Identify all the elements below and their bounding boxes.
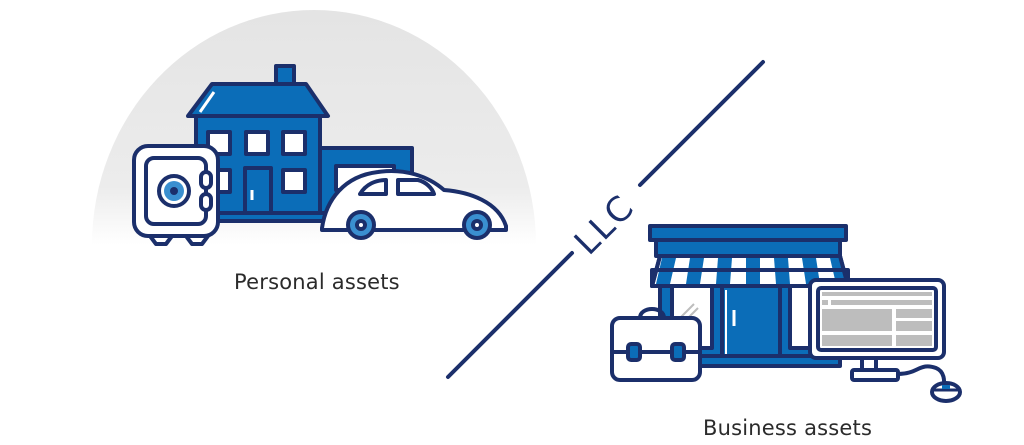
llc-divider-line [446, 60, 765, 379]
safe-icon [132, 144, 220, 246]
business-assets-label: Business assets [703, 416, 873, 440]
personal-assets-label: Personal assets [234, 270, 400, 294]
computer-monitor-icon [808, 278, 946, 382]
briefcase-icon [610, 307, 702, 382]
mouse-icon [897, 364, 962, 403]
llc-divider-label: LLC [567, 187, 643, 263]
car-icon [320, 169, 508, 240]
